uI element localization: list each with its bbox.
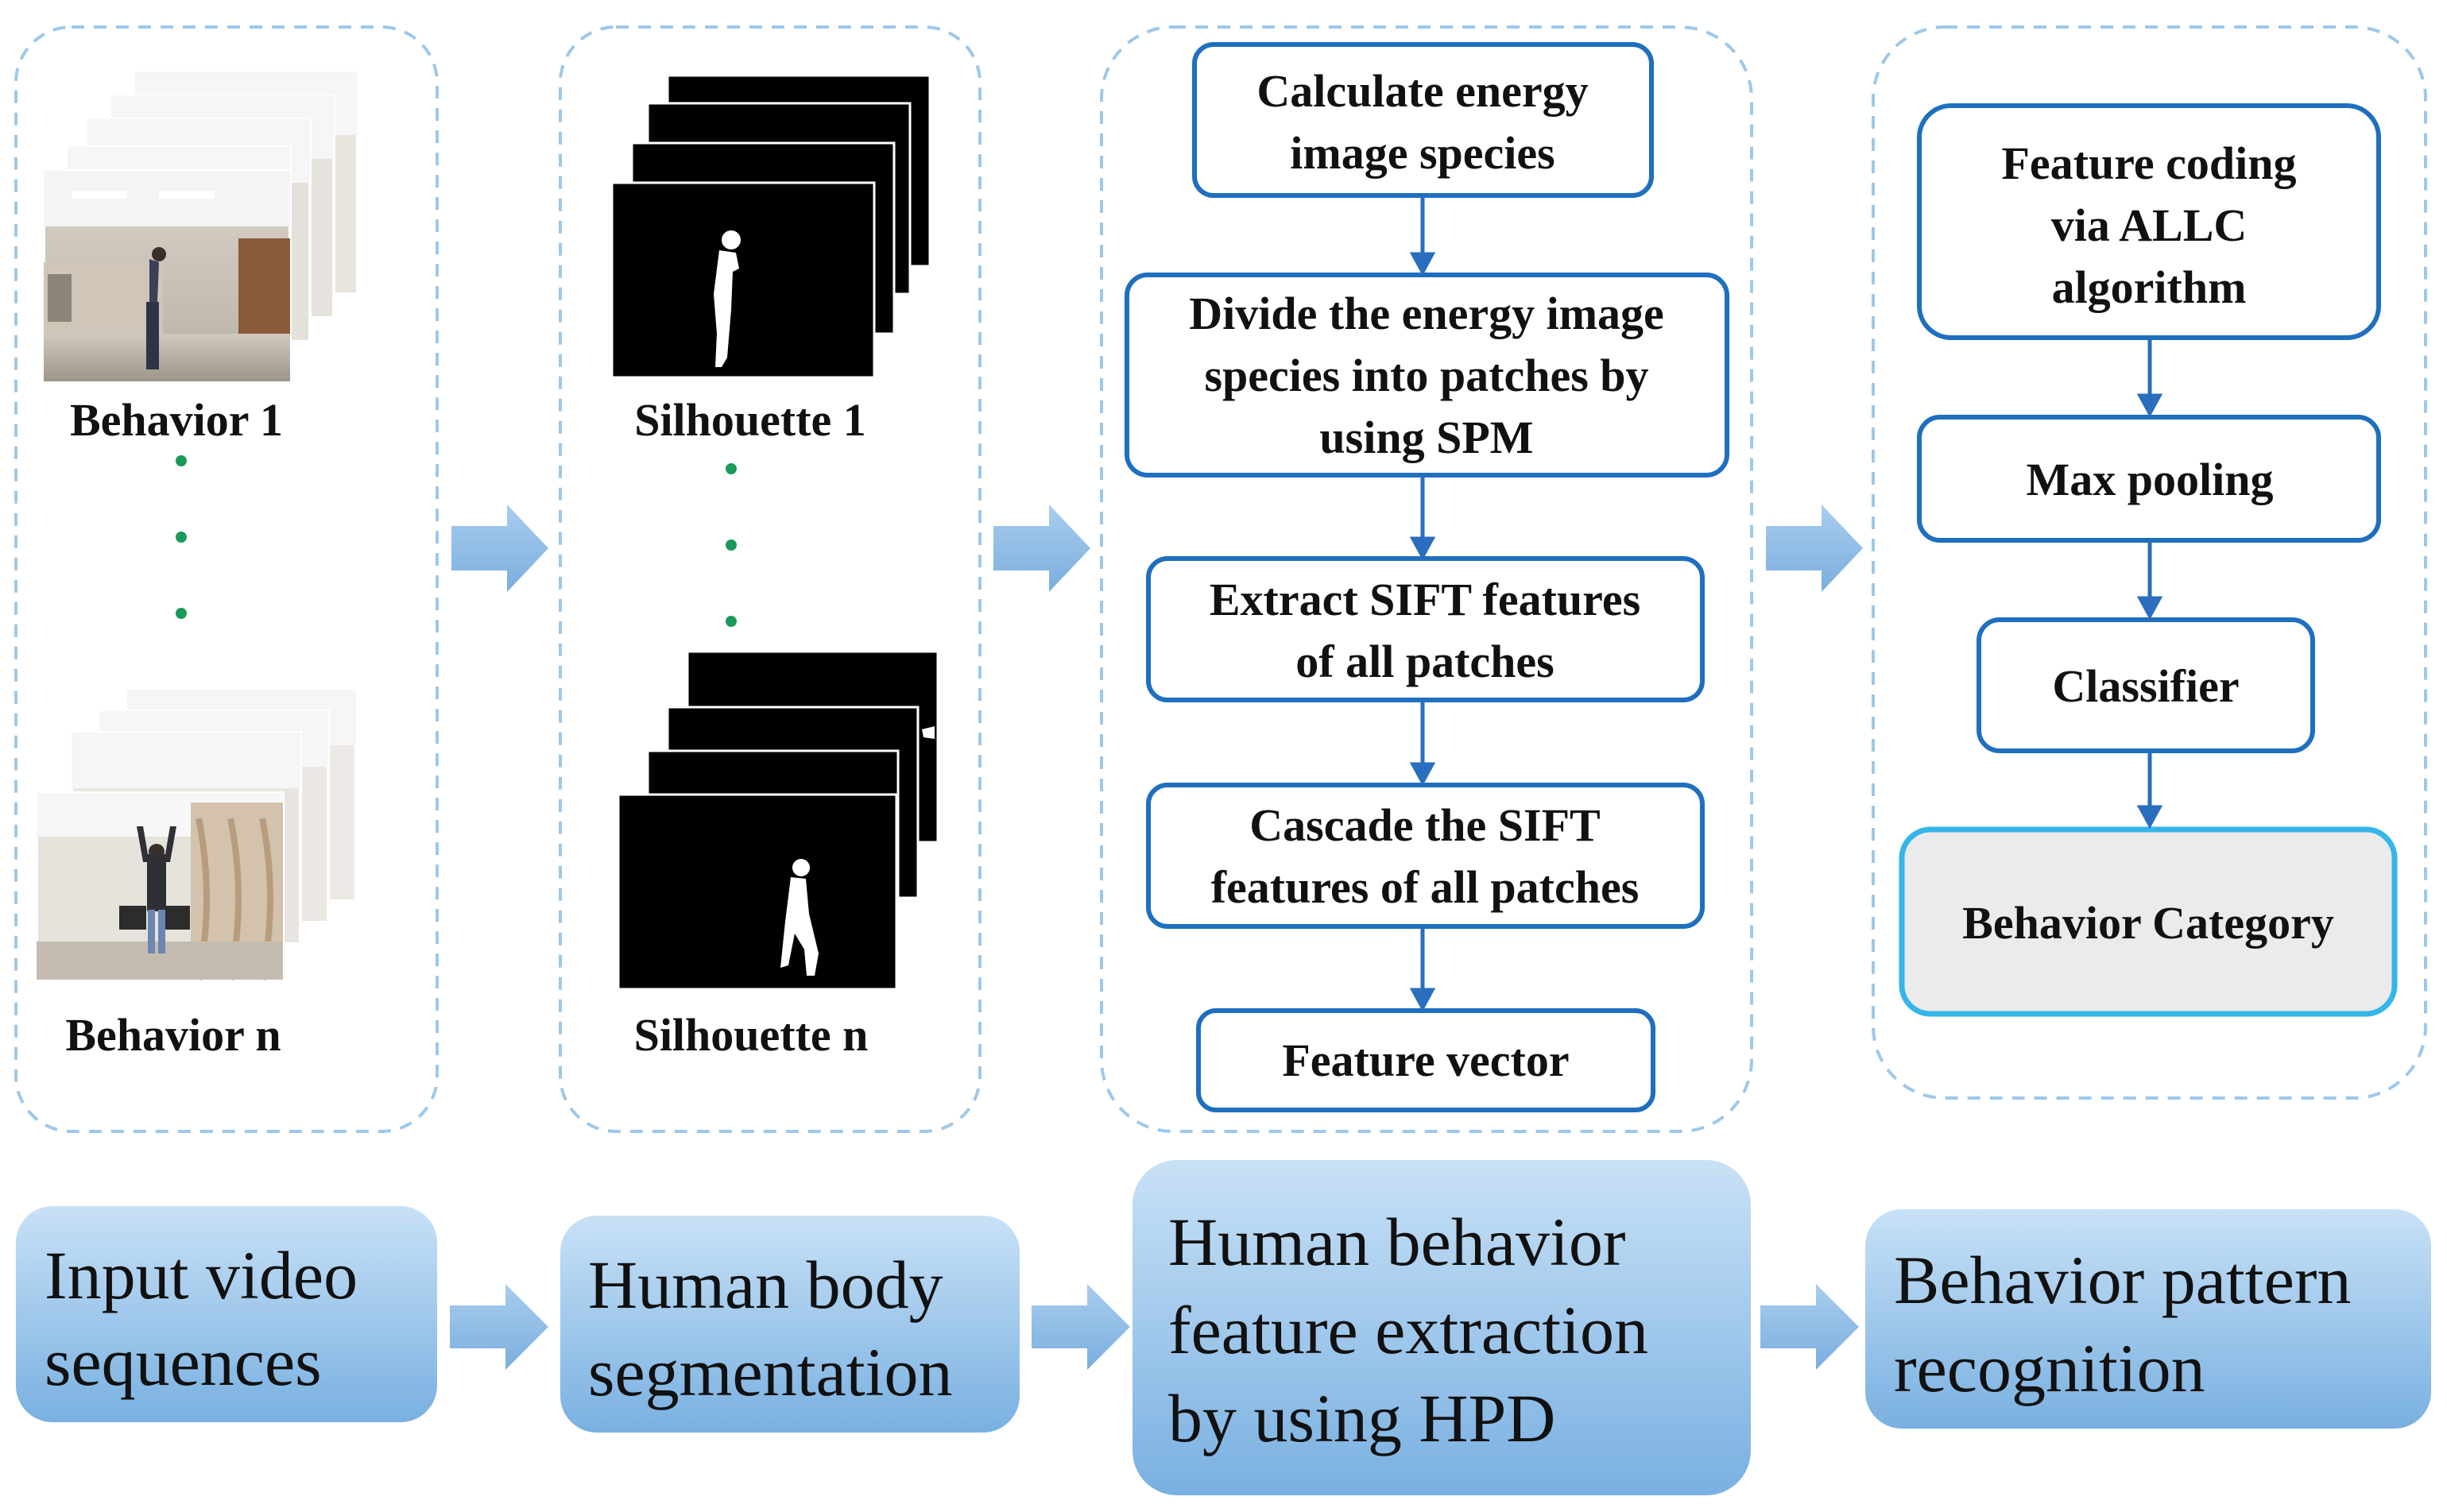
step-classifier: Classifier	[2052, 660, 2239, 712]
step-allc-line-1: Feature coding	[2001, 137, 2296, 189]
video-frame-stack-bottom	[35, 688, 358, 981]
recognition-connectors	[2136, 339, 2163, 829]
stage-input-line-2: sequences	[45, 1324, 322, 1400]
panel-feature-extraction	[1100, 25, 1753, 1133]
step-spm-line-2: species into patches by	[1204, 350, 1648, 401]
step-sift-line-2: of all patches	[1295, 636, 1554, 687]
stage-box-feature-extraction	[1133, 1160, 1751, 1495]
stage-feature-line-1: Human behavior	[1168, 1204, 1626, 1280]
continuation-dots-2	[726, 463, 737, 627]
stage-labels: Input video sequences Human body segment…	[45, 1204, 2352, 1456]
step-allc-line-3: algorithm	[2052, 261, 2247, 313]
stage-feature-line-3: by using HPD	[1168, 1380, 1555, 1456]
step-behavior-category: Behavior Category	[1962, 897, 2334, 949]
silhouette-frame	[617, 793, 898, 991]
continuation-dots-1	[176, 455, 187, 619]
stage-arrows	[450, 1284, 1859, 1370]
arrow-right-icon	[450, 1284, 548, 1370]
arrow-right-icon	[993, 505, 1090, 592]
video-frame-front	[35, 791, 285, 981]
recognition-steps	[1917, 103, 2381, 753]
panel-recognition	[1872, 25, 2427, 1100]
step-allc-line-2: via ALLC	[2051, 199, 2248, 251]
feature-extraction-steps	[1125, 42, 1729, 1112]
stage-segmentation-line-2: segmentation	[588, 1334, 953, 1410]
step-box-cascade	[1146, 783, 1705, 929]
step-cascade-line-1: Cascade the SIFT	[1249, 799, 1600, 851]
behavior-label-top: Behavior 1	[70, 394, 283, 446]
video-frame-stack-top	[42, 70, 359, 383]
step-box-classifier	[1977, 617, 2315, 753]
arrow-right-icon	[1032, 1284, 1130, 1370]
step-energy-line-1: Calculate energy	[1256, 65, 1588, 117]
silhouette-label-bottom: Silhouette n	[634, 1009, 869, 1061]
silhouette-label-top: Silhouette 1	[634, 394, 866, 446]
recognition-labels: Feature coding via ALLC algorithm Max po…	[1962, 137, 2334, 949]
feature-extraction-labels: Calculate energy image species Divide th…	[1189, 65, 1664, 1086]
stage-feature-line-2: feature extraction	[1168, 1292, 1648, 1368]
step-box-spm	[1125, 273, 1729, 478]
step-box-sift	[1146, 556, 1705, 702]
step-max-pooling: Max pooling	[2027, 454, 2274, 505]
body-silhouette-bottom	[780, 726, 935, 976]
dashed-panels	[14, 25, 2427, 1133]
arrow-right-icon	[1760, 1284, 1859, 1370]
step-box-behavior-category	[1899, 826, 2398, 1017]
step-energy-line-2: image species	[1290, 127, 1555, 179]
silhouette-stack-top	[610, 74, 931, 379]
stage-segmentation-line-1: Human body	[588, 1247, 943, 1323]
stage-box-segmentation	[560, 1216, 1020, 1433]
body-silhouette-top	[714, 230, 741, 367]
video-frame-front	[42, 169, 292, 383]
stage-input-line-1: Input video	[45, 1237, 358, 1313]
step-spm-line-1: Divide the energy image	[1189, 288, 1664, 339]
step-box-max-pooling	[1917, 415, 2381, 543]
stage-recognition-line-2: recognition	[1894, 1330, 2205, 1406]
stage-box-recognition	[1865, 1209, 2431, 1429]
step-sift-line-1: Extract SIFT features	[1210, 574, 1640, 625]
step-spm-line-3: using SPM	[1319, 412, 1533, 463]
step-box-feature-vector	[1196, 1008, 1655, 1112]
panel-arrows	[451, 505, 1863, 592]
step-box-energy	[1192, 42, 1654, 198]
arrow-right-icon	[451, 505, 548, 592]
step-cascade-line-2: features of all patches	[1211, 861, 1640, 913]
panel-input-frames	[14, 25, 439, 1133]
stage-boxes	[16, 1160, 2431, 1495]
step-feature-vector: Feature vector	[1282, 1034, 1569, 1086]
silhouette-stack-bottom	[617, 650, 939, 991]
arrow-right-icon	[1766, 505, 1863, 592]
stage-recognition-line-1: Behavior pattern	[1894, 1242, 2352, 1318]
feature-extraction-connectors	[1409, 197, 1436, 1012]
step-box-allc	[1917, 103, 2381, 340]
panel-silhouettes	[559, 25, 982, 1133]
silhouette-frame	[610, 181, 876, 379]
stage-box-input	[16, 1206, 437, 1422]
behavior-label-bottom: Behavior n	[65, 1009, 281, 1061]
